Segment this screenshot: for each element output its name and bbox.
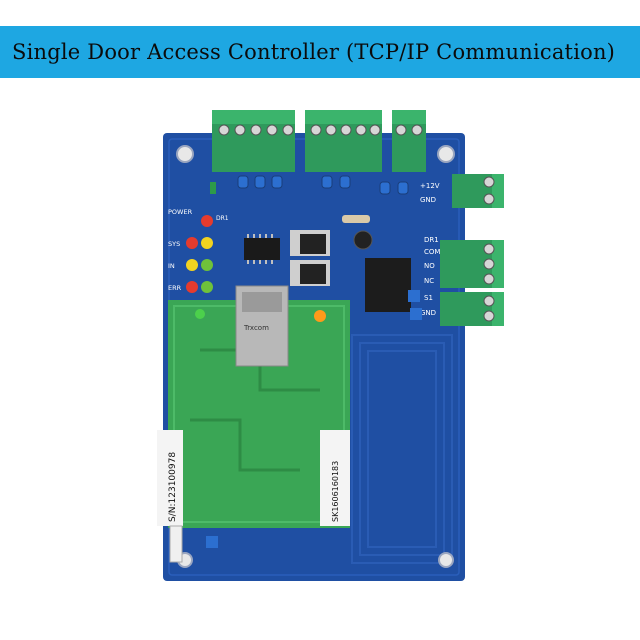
- product-photo: +12V GND DR1 COM NO NC S1 GND POWER SYS …: [157, 110, 504, 581]
- label-gnd2: GND: [420, 309, 436, 317]
- label-gnd: GND: [420, 196, 436, 204]
- serial-label: S/N:123100978: [168, 452, 178, 522]
- terminal-block-power: [452, 174, 504, 208]
- led-err: [186, 281, 198, 293]
- resistor: [342, 215, 370, 223]
- led-sys-2: [201, 237, 213, 249]
- terminal-block-top-left: [212, 110, 295, 172]
- terminal-block-sensor: [440, 292, 504, 326]
- led-in-2: [201, 259, 213, 271]
- capacitor: [353, 230, 373, 250]
- relay-label: DR1: [216, 215, 229, 222]
- ethernet-brand: Trxcom: [243, 324, 269, 332]
- led-power: [201, 215, 213, 227]
- led-err-2: [201, 281, 213, 293]
- bottom-connector: [169, 525, 183, 563]
- voltage-regulators: [290, 230, 330, 286]
- label-12v: +12V: [420, 182, 440, 190]
- mount-hole: [438, 552, 454, 568]
- terminal-block-top-middle: [305, 110, 382, 172]
- led-in: [186, 259, 198, 271]
- label-no: NO: [424, 262, 435, 270]
- label-sys: SYS: [168, 240, 180, 248]
- title-banner: Single Door Access Controller (TCP/IP Co…: [0, 26, 640, 78]
- terminal-block-relay: [440, 240, 504, 288]
- module-serial: SK1606160183: [331, 461, 340, 522]
- terminal-block-top-right: [392, 110, 426, 172]
- relay: [365, 258, 411, 312]
- label-err: ERR: [168, 284, 182, 292]
- label-power: POWER: [168, 208, 193, 216]
- module-label-tag: [320, 430, 350, 526]
- label-com: COM: [424, 248, 440, 256]
- page-title: Single Door Access Controller (TCP/IP Co…: [12, 40, 616, 64]
- status-leds: [186, 182, 216, 293]
- label-s1: S1: [424, 294, 433, 302]
- mount-hole: [437, 145, 455, 163]
- led-sys: [186, 237, 198, 249]
- ic-chip: [244, 234, 280, 264]
- ethernet-port: Trxcom: [235, 285, 289, 367]
- label-in: IN: [168, 262, 175, 270]
- serial-tag: [157, 430, 183, 526]
- label-dr1: DR1: [424, 236, 439, 244]
- mount-hole: [176, 145, 194, 163]
- label-nc: NC: [424, 277, 434, 285]
